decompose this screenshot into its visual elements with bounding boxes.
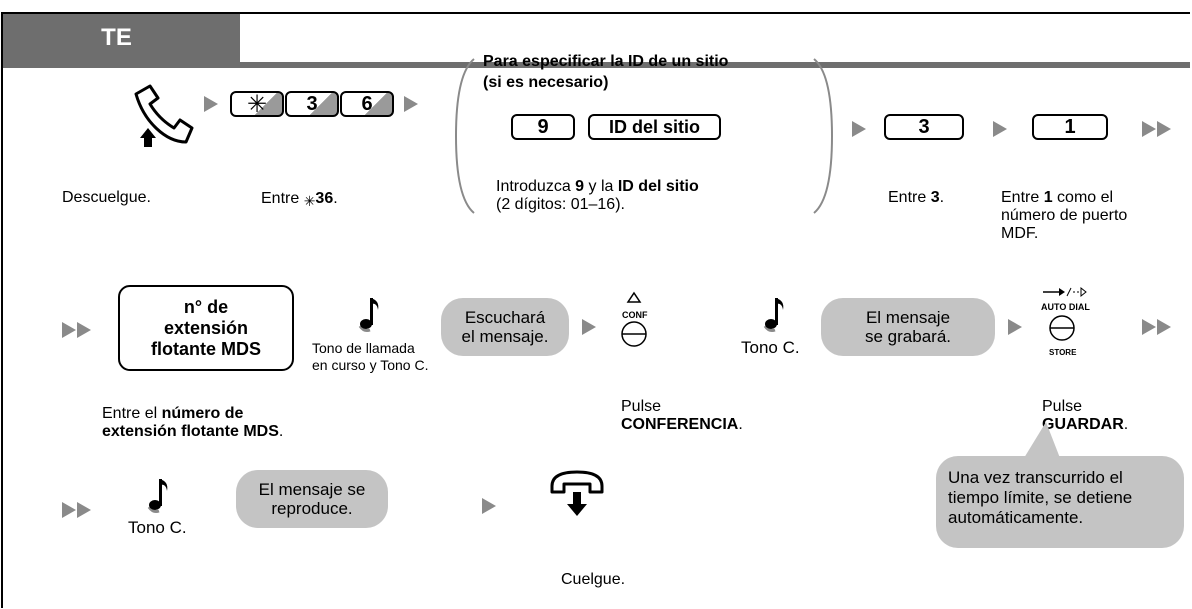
site-id-title: Para especificar la ID de un sitio (si e… (483, 53, 729, 91)
arrow-right-icon (1008, 319, 1022, 335)
arrow-right-icon (852, 121, 866, 137)
continue-arrows-icon (62, 322, 91, 338)
caption-enter-mds: Entre el número de extensión flotante MD… (102, 405, 284, 440)
auto-dial-arrows-icon (1043, 286, 1087, 298)
bubble-message-plays: El mensaje se reproduce. (236, 470, 388, 528)
caption-enter-1: Entre 1 como el número de puerto MDF. (1001, 189, 1128, 242)
conference-button (621, 321, 647, 347)
extension-type-tab: TE (3, 14, 240, 62)
key-9: 9 (511, 114, 575, 140)
site-id-instruction: Introduzca 9 y la ID del sitio (2 dígito… (496, 178, 699, 213)
key-3-port: 3 (884, 114, 964, 140)
caption-onhook: Cuelgue. (561, 571, 626, 588)
continue-arrows-icon (62, 502, 91, 518)
music-note-icon (147, 479, 168, 513)
optional-brackets (454, 58, 834, 214)
caption-offhook: Descuelgue. (62, 189, 151, 206)
mds-extension-box: n° de extensión flotante MDS (118, 285, 294, 371)
conf-label: CONF (622, 310, 648, 320)
auto-stop-callout: Una vez transcurrido el tiempo límite, s… (936, 456, 1184, 548)
continue-arrows-icon (1142, 319, 1171, 335)
store-label: STORE (1049, 348, 1077, 357)
diagram-frame (1, 12, 1190, 608)
music-note-icon (763, 298, 784, 332)
conference-icon (626, 291, 642, 303)
arrow-right-icon (582, 319, 596, 335)
caption-enter-code: Entre ✳36. (261, 190, 338, 209)
tone-c-label: Tono C. (128, 518, 187, 537)
arrow-right-icon (482, 498, 496, 514)
key-site-id: ID del sitio (588, 114, 721, 140)
key-3: 3 (285, 91, 339, 117)
arrow-right-icon (404, 96, 418, 112)
bubble-record-message: El mensaje se grabará. (821, 298, 995, 356)
key-star: ✳ (230, 91, 284, 118)
handset-onhook-icon (550, 470, 604, 516)
ringback-tone-label: Tono de llamada en curso y Tono C. (312, 340, 429, 373)
continue-arrows-icon (1142, 121, 1171, 137)
handset-offhook-icon (134, 84, 194, 147)
arrow-right-icon (993, 121, 1007, 137)
caption-enter-3: Entre 3. (888, 189, 945, 206)
arrow-right-icon (204, 96, 218, 112)
auto-dial-label: AUTO DIAL (1041, 302, 1090, 312)
tone-c-label: Tono C. (741, 338, 800, 357)
bubble-hear-message: Escuchará el mensaje. (441, 298, 569, 356)
key-6: 6 (340, 91, 394, 117)
store-button (1049, 315, 1075, 341)
key-1-port: 1 (1032, 114, 1108, 140)
music-note-icon (358, 298, 379, 332)
callout-pointer (1024, 422, 1060, 458)
header-band (3, 62, 1190, 68)
